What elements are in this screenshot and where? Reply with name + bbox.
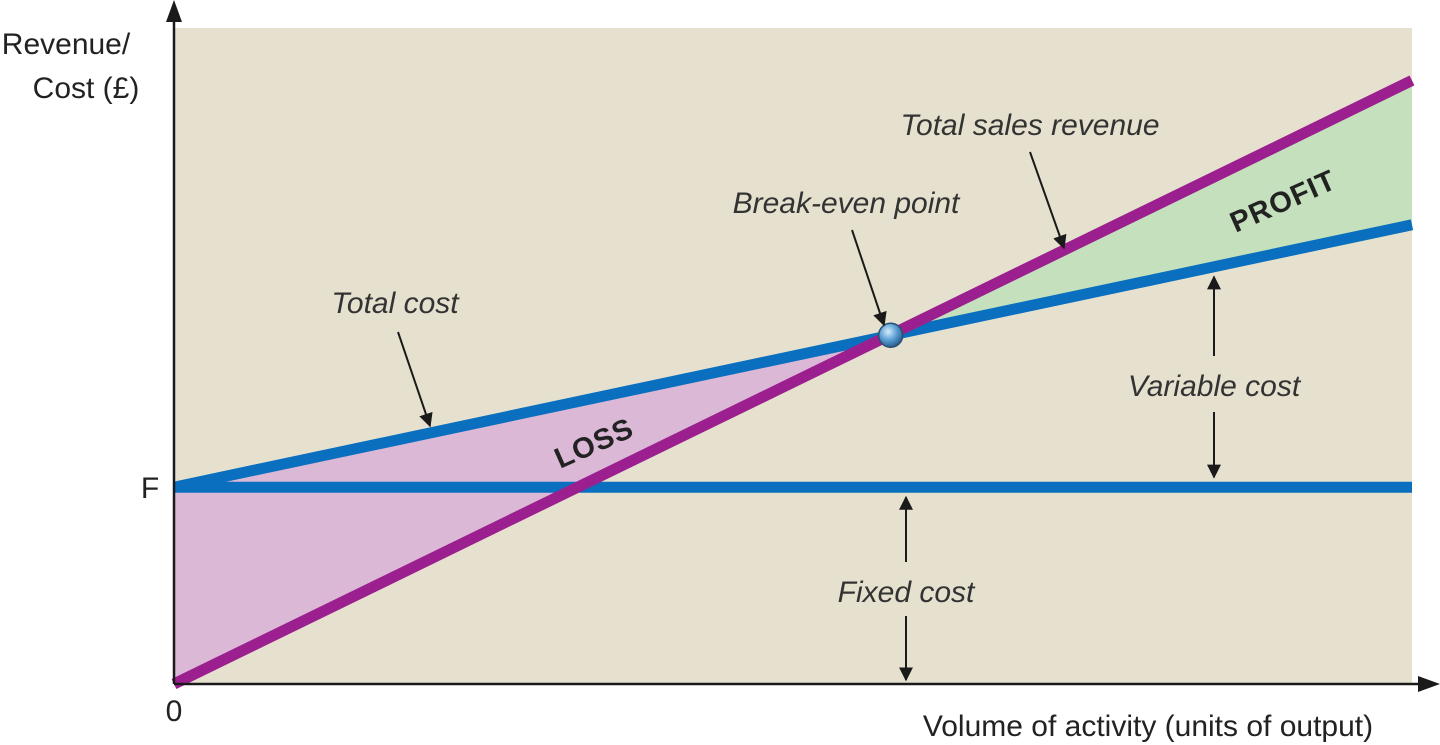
label-total-sales-revenue: Total sales revenue <box>900 109 1159 142</box>
x-axis-arrowhead <box>1418 676 1440 692</box>
break-even-arrow <box>851 229 887 327</box>
label-total-cost: Total cost <box>331 287 460 320</box>
break-even-marker <box>877 322 904 349</box>
origin-label: 0 <box>166 695 183 728</box>
x-axis-label: Volume of activity (units of output) <box>923 710 1373 743</box>
y-axis-label-line-1: Revenue/ <box>2 28 131 61</box>
label-break-even-point: Break-even point <box>733 187 961 220</box>
y-tick-label-f: F <box>141 472 159 505</box>
label-fixed-cost: Fixed cost <box>838 576 976 609</box>
total-cost-line <box>172 219 1414 493</box>
label-variable-cost: Variable cost <box>1128 370 1302 403</box>
y-axis-label-line-2: Cost (£) <box>33 72 140 105</box>
total-cost-arrow <box>397 331 433 428</box>
revenue-arrow <box>1029 151 1067 250</box>
y-axis-arrowhead <box>166 0 182 22</box>
total-sales-revenue-line <box>171 75 1415 689</box>
